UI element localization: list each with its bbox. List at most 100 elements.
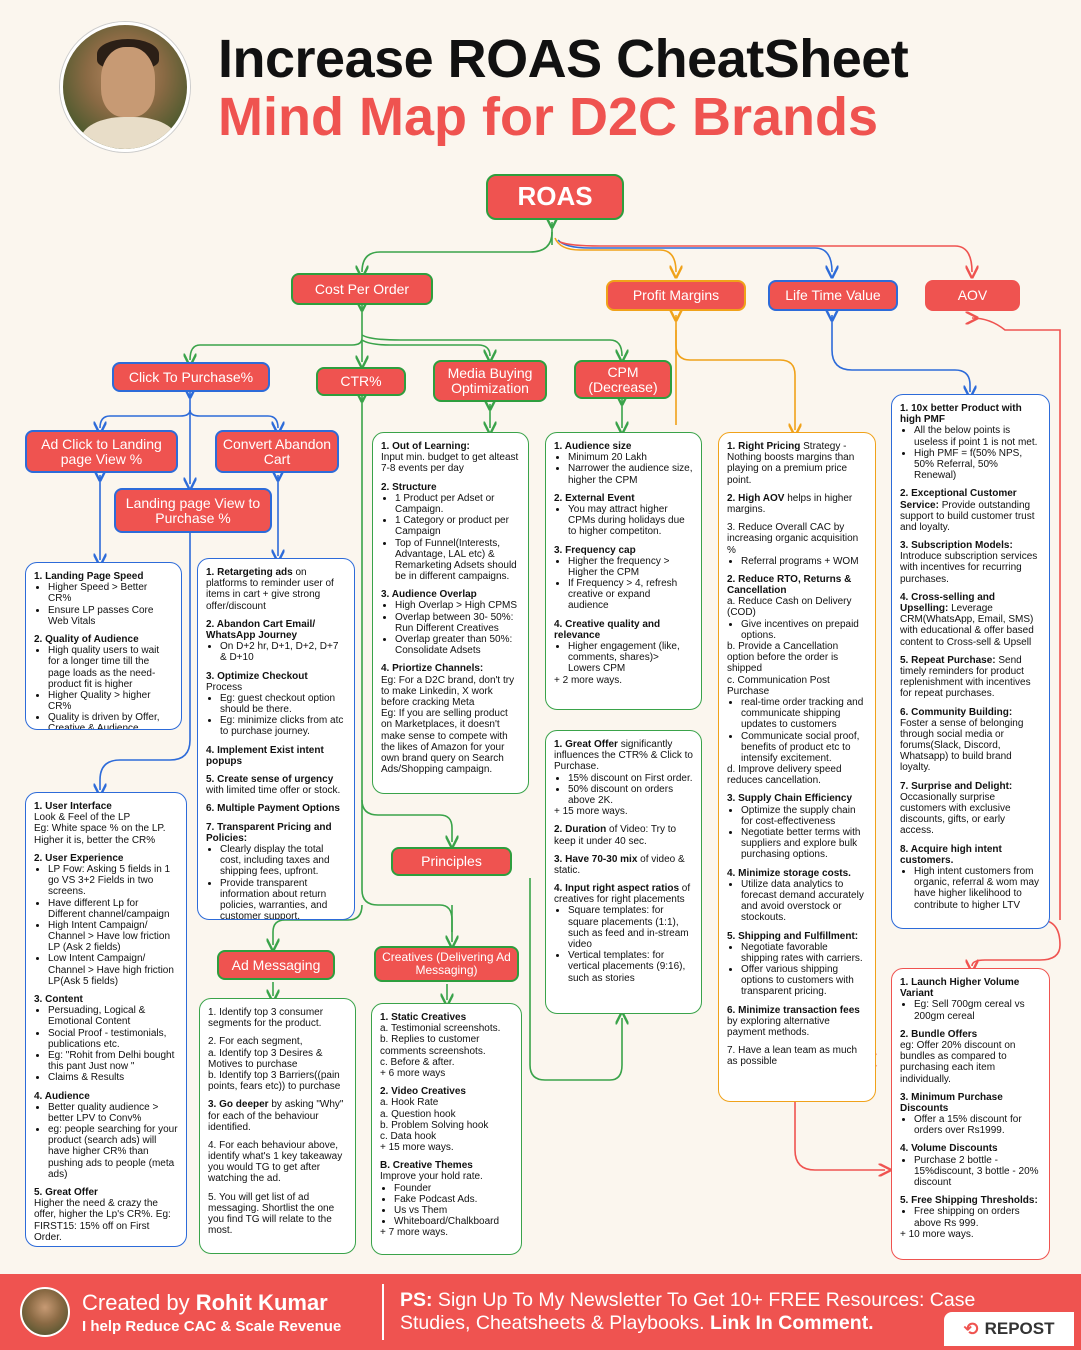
section-heading: 1. User Interface [34,801,112,812]
section-heading: 1. Audience size [554,441,632,452]
repost-icon: ⟲ [963,1318,979,1339]
box-section: 1. 10x better Product with high PMFAll t… [900,403,1041,481]
box-section: 7. Surprise and Delight: Occasionally su… [900,781,1041,837]
section-body: 7. Have a lean team as much as possible [727,1045,858,1068]
section-heading: 3. Content [34,994,83,1005]
bullet-list: You may attract higher CPMs during holid… [568,504,693,538]
box-section: 1. Audience sizeMinimum 20 LakhNarrower … [554,441,693,486]
section-heading: 3. Optimize Checkout [206,670,308,682]
box-section: 3. Minimum Purchase DiscountsOffer a 15%… [900,1092,1041,1137]
section-body: of creatives for right placements [554,883,691,906]
section-heading: 2. User Experience [34,852,124,864]
bullet-item: Overlap greater than 50%: Consolidate Ad… [395,634,520,656]
section-text: 2. Duration of Video: Try to keep it und… [554,824,693,846]
box-section: 3. ContentPersuading, Logical & Emotiona… [34,994,178,1084]
section-text: 5. You will get list of ad messaging. Sh… [208,1192,347,1237]
section-text: 6. Minimize transaction fees by explorin… [727,1005,867,1039]
box-section: 3. Supply Chain EfficiencyOptimize the s… [727,793,867,860]
bullet-item: Eg: "Rohit from Delhi bought this pant J… [48,1050,178,1072]
section-text: 4. Minimize storage costs. [727,868,867,879]
section-text: 3. Optimize Checkout Process [206,671,346,693]
bullet-list: Eg: Sell 700gm cereal vs 200gm cereal [914,999,1041,1021]
node-life-time-value: Life Time Value [768,280,898,311]
box-section: 2. For each segment, a. Identify top 3 D… [208,1036,347,1092]
bullet-item: On D+2 hr, D+1, D+2, D+7 & D+10 [220,641,346,663]
node-creatives: Creatives (Delivering Ad Messaging) [374,946,519,982]
bullet-list: Square templates: for square placements … [568,905,693,983]
bullet-item: 1 Category or product per Campaign [395,515,520,537]
box-section: 5. You will get list of ad messaging. Sh… [208,1192,347,1237]
section-body: by exploring alternative payment methods… [727,1015,830,1038]
section-heading: 1. Launch Higher Volume Variant [900,977,1020,1000]
box-section: 5. Repeat Purchase: Send timely reminder… [900,655,1041,700]
section-text: 3. Frequency cap [554,545,693,556]
bullet-item: Whiteboard/Chalkboard [394,1216,513,1227]
bullet-item: Narrower the audience size, higher the C… [568,463,693,485]
bullet-item: real-time order tracking and communicate… [741,697,867,731]
section-heading: 2. High AOV [727,492,785,504]
section-heading: 4. Volume Discounts [900,1143,998,1155]
box-section: 7. Transparent Pricing and Policies:Clea… [206,822,346,919]
link-in-comment[interactable]: Link In Comment. [710,1312,874,1335]
section-heading: 1. Right Pricing [727,441,801,452]
bullet-item: Negotiate better terms with suppliers an… [741,827,867,861]
section-heading: 2. External Event [554,492,635,504]
section-heading: 2. Structure [381,481,437,493]
bullet-list: Utilize data analytics to forecast deman… [741,879,867,924]
footer-tagline: I help Reduce CAC & Scale Revenue [82,1318,342,1335]
section-text: 5. Shipping and Fulfillment: [727,931,867,942]
section-body: eg: Offer 20% discount on bundles as com… [900,1039,1016,1085]
section-text: 4. Creative quality and relevance [554,619,693,641]
bullet-list: Purchase 2 bottle - 15%discount, 3 bottl… [914,1155,1041,1189]
box-section: 4. Minimize storage costs.Utilize data a… [727,868,867,924]
bullet-item: Eg: guest checkout option should be ther… [220,693,346,715]
bullet-list: LP Fow: Asking 5 fields in 1 go VS 3+2 F… [48,864,178,987]
section-body: 2. For each segment, a. Identify top 3 D… [208,1036,341,1093]
node-ad-messaging: Ad Messaging [217,950,335,980]
bullet-item: 50% discount on orders above 2K. [568,784,693,806]
section-text: 4. Cross-selling and Upselling: Leverage… [900,592,1041,648]
bullet-item: Offer various shipping options to custom… [741,964,867,998]
section-body: Process [206,681,243,693]
bullet-list: Offer a 15% discount for orders over Rs1… [914,1114,1041,1136]
node-principles: Principles [391,847,512,876]
section-text: 6. Community Building: Foster a sense of… [900,707,1041,774]
box-section: 1. Retargeting ads on platforms to remin… [206,567,346,612]
section-body: a. Reduce Cash on Delivery (COD) [727,596,852,619]
bullet-item: Purchase 2 bottle - 15%discount, 3 bottl… [914,1155,1041,1189]
box-section: 3. Subscription Models: Introduce subscr… [900,540,1041,585]
section-text: 3. Supply Chain Efficiency [727,793,867,804]
section-body: by asking "Why" for each of the behaviou… [208,1099,344,1133]
section-extra: d. Improve delivery speed reduces cancel… [727,764,842,787]
section-heading: 4. Minimize storage costs. [727,867,851,879]
section-heading: 3. Supply Chain Efficiency [727,793,853,805]
box-life-time-value: 1. 10x better Product with high PMFAll t… [891,394,1050,929]
bullet-item: Clearly display the total cost, includin… [220,844,346,878]
box-section: 4. For each behaviour above, identify wh… [208,1140,347,1185]
bullet-list: High Overlap > High CPMSOverlap between … [395,600,520,656]
section-text: 3. Subscription Models: Introduce subscr… [900,540,1041,585]
section-heading: 2. Reduce RTO, Returns & Cancellation [727,573,852,597]
section-heading: 4. Audience [34,1090,90,1102]
box-landing-page-speed: 1. Landing Page SpeedHigher Speed > Bett… [25,562,182,730]
section-text: 7. Surprise and Delight: Occasionally su… [900,781,1041,837]
section-body: Eg: For a D2C brand, don't try to make L… [381,674,515,776]
section-text: 4. Input right aspect ratios of creative… [554,883,693,905]
bullet-list: High quality users to wait for a longer … [48,645,173,729]
section-heading: 4. Implement Exist intent popups [206,744,324,767]
section-text: 4. Volume Discounts [900,1143,1041,1154]
repost-badge[interactable]: ⟲REPOST [944,1312,1074,1346]
bullet-item: Overlap between 30- 50%: Run Different C… [395,612,520,634]
box-aov: 1. Launch Higher Volume VariantEg: Sell … [891,968,1050,1260]
section-body: Leverage CRM(WhatsApp, Email, SMS) with … [900,603,1034,648]
bullet-item: Offer a 15% discount for orders over Rs1… [914,1114,1041,1136]
bullet-item: Persuading, Logical & Emotional Content [48,1005,178,1027]
bullet-item: Referral programs + WOM [741,556,867,567]
box-section: 1. Launch Higher Volume VariantEg: Sell … [900,977,1041,1022]
box-section: 1. Identify top 3 consumer segments for … [208,1007,347,1029]
section-heading: 5. Create sense of urgency [206,774,334,785]
section-text: 7. Transparent Pricing and Policies: [206,822,346,844]
